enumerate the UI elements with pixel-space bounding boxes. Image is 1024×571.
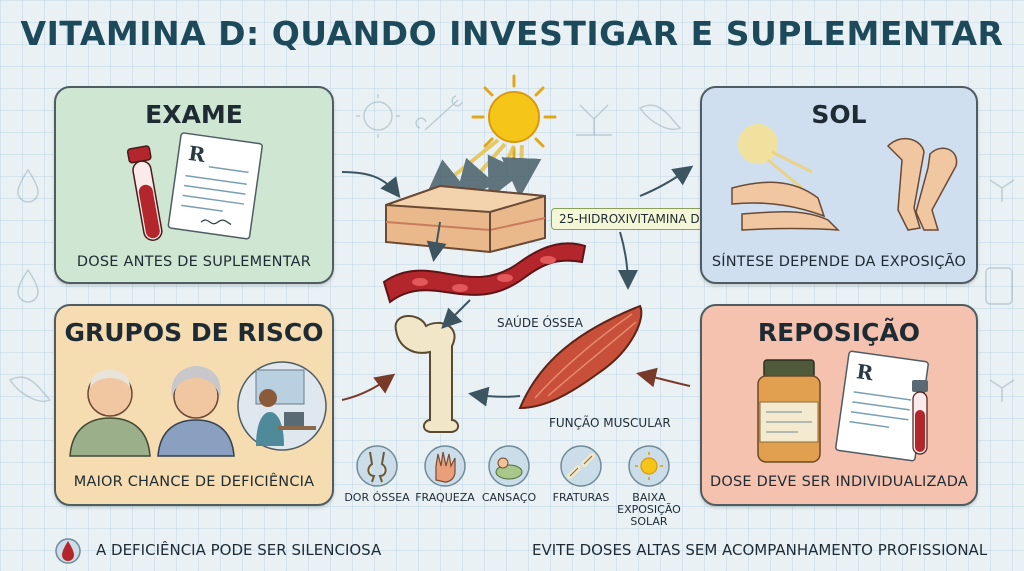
card-caption: MAIOR CHANCE DE DEFICIÊNCIA bbox=[73, 474, 315, 490]
muscle-icon bbox=[518, 304, 643, 410]
faint-molecule-icon-2 bbox=[989, 179, 1015, 202]
blood-drop-icon bbox=[55, 538, 81, 564]
faint-drop-icon-2 bbox=[17, 268, 39, 303]
faint-molecule-icon-3 bbox=[989, 379, 1015, 402]
card-title: SOL bbox=[811, 100, 867, 129]
blood-vessel-icon bbox=[382, 242, 587, 304]
skin-layer-icon bbox=[385, 184, 546, 254]
symptom-label: DOR ÓSSEA bbox=[344, 491, 410, 504]
low-sun-icon bbox=[628, 445, 670, 487]
elderly-and-indoor-worker-icon bbox=[69, 361, 327, 457]
arrow-hydroxy-to-muscle bbox=[617, 231, 638, 290]
blood-test-tube-and-prescription-icon: R bbox=[126, 132, 263, 241]
sun-icon bbox=[471, 74, 557, 160]
card-caption: SÍNTESE DEPENDE DA EXPOSIÇÃO bbox=[711, 254, 967, 270]
arrow-hydroxy-to-sol bbox=[639, 165, 694, 197]
supplement-bottle-and-prescription-icon: R bbox=[757, 350, 929, 463]
symptom-label: FRAQUEZA bbox=[415, 491, 475, 504]
svg-text:R: R bbox=[855, 359, 875, 385]
faint-sun-icon bbox=[356, 94, 400, 138]
faint-muscle-icon bbox=[638, 104, 682, 130]
arrow-risco-to-bone bbox=[341, 373, 396, 401]
weak-hand-icon bbox=[424, 445, 466, 487]
card-title: EXAME bbox=[145, 100, 243, 129]
faint-bone-icon bbox=[415, 95, 463, 131]
symptom-label: CANSAÇO bbox=[481, 491, 537, 504]
hydroxyvitamin-d-label: 25-HIDROXIVITAMINA D bbox=[551, 208, 708, 230]
page-title: VITAMINA D: QUANDO INVESTIGAR E SUPLEMEN… bbox=[20, 14, 1004, 53]
arrow-reposicao-to-muscle bbox=[636, 367, 691, 388]
card-title: REPOSIÇÃO bbox=[757, 318, 921, 347]
footer-warning-high-doses: EVITE DOSES ALTAS SEM ACOMPANHAMENTO PRO… bbox=[532, 541, 988, 559]
arrow-vessel-to-bone bbox=[441, 299, 471, 329]
card-caption: DOSE DEVE SER INDIVIDUALIZADA bbox=[710, 474, 968, 490]
card-caption: DOSE ANTES DE SUPLEMENTAR bbox=[76, 254, 312, 270]
faint-muscle-icon-2 bbox=[8, 376, 52, 402]
symptom-label: FRATURAS bbox=[552, 491, 610, 504]
symptom-icons bbox=[356, 445, 670, 487]
faint-drop-icon bbox=[17, 168, 39, 203]
card-sol: SOL SÍNTESE DEPENDE DA EXPOSIÇÃO bbox=[700, 86, 978, 284]
card-grupos-de-risco: GRUPOS DE RISCO MAIOR CHANCE DE DEFICIÊN… bbox=[54, 304, 334, 506]
tired-sleeping-icon bbox=[488, 445, 530, 487]
bone-health-label: SAÚDE ÓSSEA bbox=[497, 316, 583, 330]
muscle-function-label: FUNÇÃO MUSCULAR bbox=[549, 416, 671, 430]
faint-molecule-icon bbox=[576, 104, 612, 136]
arrow-muscle-to-bone bbox=[468, 386, 521, 407]
sun-on-arms-and-legs-icon bbox=[731, 124, 958, 231]
symptom-label: BAIXA EXPOSIÇÃO SOLAR bbox=[617, 491, 681, 528]
card-exame: R EXAME DOSE ANTES DE SUPLEMENTAR bbox=[54, 86, 334, 284]
card-reposicao: R REPOSIÇÃO DOSE DEVE SER INDIVIDUALIZAD… bbox=[700, 304, 978, 506]
femur-bone-icon bbox=[394, 315, 459, 433]
arrow-skin-to-vessel bbox=[426, 221, 447, 262]
faint-vitamin-d-bottle-icon bbox=[985, 267, 1013, 305]
broken-bone-icon bbox=[560, 445, 602, 487]
footer-warning-silent: A DEFICIÊNCIA PODE SER SILENCIOSA bbox=[96, 541, 382, 559]
svg-text:R: R bbox=[187, 141, 207, 167]
arrow-exame-to-skin bbox=[341, 171, 401, 199]
card-title: GRUPOS DE RISCO bbox=[64, 318, 324, 347]
background-doodles bbox=[8, 94, 1015, 402]
knee-joint-icon bbox=[356, 445, 398, 487]
